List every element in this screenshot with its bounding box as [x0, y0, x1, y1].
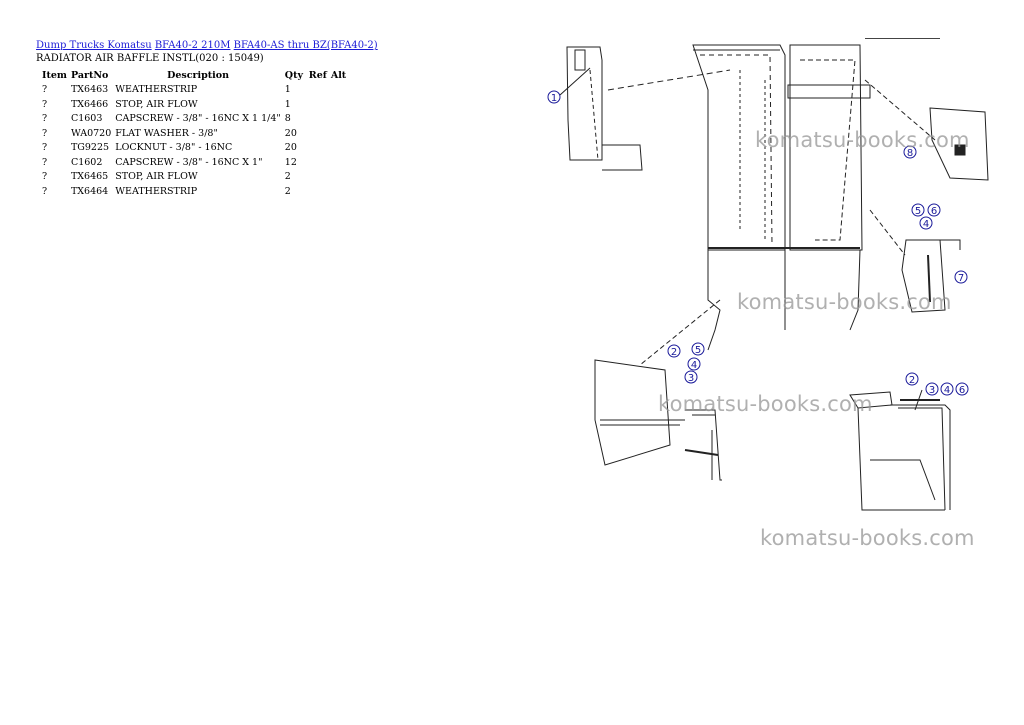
callout-8: 8 [907, 148, 913, 159]
callout-6a: 6 [931, 206, 937, 217]
cell-ref [307, 156, 329, 171]
cell-description: FLAT WASHER - 3/8" [115, 127, 218, 139]
cell-qty: 20 [284, 142, 297, 153]
cell-partno: C1603 [70, 113, 103, 124]
cell-ref [307, 83, 329, 98]
table-row: ? C1602 CAPSCREW - 3/8" - 16NC X 1" 12 [36, 156, 348, 171]
diagram-drawing: 1 8 5 6 4 7 2 5 4 3 2 3 4 6 [547, 44, 989, 511]
cell-partno: C1602 [70, 156, 103, 168]
cell-item: ? [42, 156, 48, 168]
cell-ref [307, 98, 329, 113]
header-description: Description [167, 70, 229, 81]
cell-qty: 2 [284, 171, 291, 182]
table-header-row: Item PartNo Description Qty Ref Alt [36, 69, 348, 83]
cell-alt [329, 127, 348, 142]
header-item: Item [42, 70, 67, 81]
watermark-1: komatsu-books.com [755, 128, 970, 152]
cell-alt [329, 98, 348, 113]
parts-table: Item PartNo Description Qty Ref Alt ? TX6… [36, 69, 348, 199]
cell-alt [329, 170, 348, 185]
header-qty: Qty [284, 70, 303, 81]
callout-7: 7 [958, 273, 964, 284]
watermark-4: komatsu-books.com [760, 526, 975, 550]
cell-qty: 1 [284, 84, 291, 95]
cell-description: LOCKNUT - 3/8" - 16NC [115, 142, 233, 153]
header-ref: Ref [308, 70, 327, 81]
callout-3a: 3 [688, 373, 694, 384]
table-row: ? TG9225 LOCKNUT - 3/8" - 16NC 20 [36, 141, 348, 156]
callout-4b: 4 [691, 360, 697, 371]
divider-line [865, 38, 940, 39]
exploded-diagram: 1 8 5 6 4 7 2 5 4 3 2 3 4 6 [540, 30, 1010, 530]
cell-alt [329, 141, 348, 156]
cell-partno: TX6464 [70, 185, 109, 197]
watermark-3: komatsu-books.com [658, 392, 873, 416]
cell-description: STOP, AIR FLOW [115, 171, 198, 182]
breadcrumb-link-category[interactable]: Dump Trucks Komatsu [36, 40, 152, 51]
callout-5b: 5 [695, 345, 701, 356]
header-alt: Alt [330, 70, 347, 81]
callout-2b: 2 [909, 375, 915, 386]
cell-qty: 1 [284, 98, 291, 110]
cell-qty: 20 [284, 127, 297, 139]
parts-panel: Dump Trucks Komatsu BFA40-2 210M BFA40-A… [36, 40, 516, 199]
cell-alt [329, 185, 348, 200]
breadcrumb-link-model[interactable]: BFA40-2 210M [154, 40, 231, 51]
cell-qty: 2 [284, 185, 291, 197]
header-partno: PartNo [70, 70, 109, 81]
table-row: ? TX6465 STOP, AIR FLOW 2 [36, 170, 348, 185]
cell-description: STOP, AIR FLOW [115, 98, 198, 110]
callout-4c: 4 [944, 385, 950, 396]
cell-ref [307, 127, 329, 142]
cell-partno: WA0720 [70, 127, 112, 139]
cell-qty: 12 [284, 156, 297, 168]
cell-ref [307, 141, 329, 156]
callout-2a: 2 [671, 347, 677, 358]
cell-item: ? [42, 84, 48, 95]
callout-4a: 4 [923, 219, 929, 230]
cell-ref [307, 112, 329, 127]
cell-item: ? [42, 113, 48, 124]
watermark-2: komatsu-books.com [737, 290, 952, 314]
cell-partno: TG9225 [70, 142, 110, 153]
breadcrumb-link-serial[interactable]: BFA40-AS thru BZ(BFA40-2) [233, 40, 378, 51]
cell-description: WEATHERSTRIP [115, 84, 198, 95]
cell-partno: TX6466 [70, 98, 109, 110]
cell-alt [329, 112, 348, 127]
callout-3b: 3 [929, 385, 935, 396]
callout-1: 1 [551, 93, 557, 104]
table-row: ? C1603 CAPSCREW - 3/8" - 16NC X 1 1/4"8 [36, 112, 348, 127]
table-row: ? TX6463 WEATHERSTRIP 1 [36, 83, 348, 98]
cell-ref [307, 170, 329, 185]
page-title: RADIATOR AIR BAFFLE INSTL(020 : 15049) [36, 53, 264, 64]
callout-6b: 6 [959, 385, 965, 396]
cell-description: CAPSCREW - 3/8" - 16NC X 1 1/4" [115, 113, 281, 124]
table-row: ? TX6466 STOP, AIR FLOW 1 [36, 98, 348, 113]
table-row: ? TX6464 WEATHERSTRIP 2 [36, 185, 348, 200]
cell-item: ? [42, 171, 48, 182]
breadcrumb: Dump Trucks Komatsu BFA40-2 210M BFA40-A… [36, 40, 516, 52]
cell-qty: 8 [284, 113, 291, 124]
cell-partno: TX6465 [70, 171, 109, 182]
cell-item: ? [42, 127, 48, 139]
cell-ref [307, 185, 329, 200]
cell-partno: TX6463 [70, 84, 109, 95]
cell-description: WEATHERSTRIP [115, 185, 198, 197]
callout-5a: 5 [915, 206, 921, 217]
cell-alt [329, 156, 348, 171]
cell-alt [329, 83, 348, 98]
cell-item: ? [42, 98, 48, 110]
cell-item: ? [42, 142, 48, 153]
cell-description: CAPSCREW - 3/8" - 16NC X 1" [115, 156, 263, 168]
cell-item: ? [42, 185, 48, 197]
